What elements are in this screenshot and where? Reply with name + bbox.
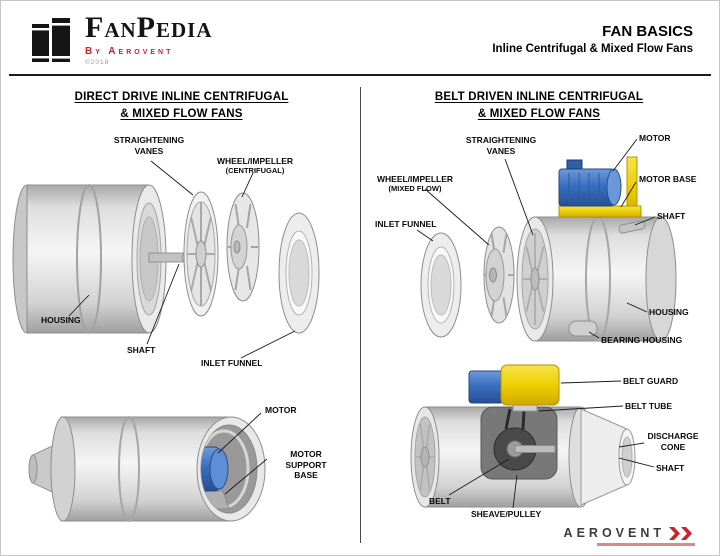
label-inlet-funnel: INLET FUNNEL — [375, 219, 437, 229]
wheel-impeller-centrifugal — [226, 192, 260, 302]
label-motor: MOTOR — [639, 133, 671, 143]
label-belt: BELT — [429, 496, 451, 506]
footer-brand: AEROVENT — [563, 526, 665, 540]
logo-text-block: FanPedia By Aerovent ©2018 — [85, 11, 213, 67]
leader-lines — [416, 138, 656, 339]
belt-driven-cutaway-art — [410, 364, 655, 509]
leader-lines — [68, 160, 296, 359]
label-wheel-impeller-type: (CENTRIFUGAL) — [225, 166, 285, 176]
label-wheel-impeller-type: (MIXED FLOW) — [388, 184, 442, 194]
motor-junction-box — [566, 159, 583, 170]
logo-title: FanPedia — [85, 11, 213, 44]
motor-face — [209, 448, 229, 490]
logo-copyright: ©2018 — [85, 59, 110, 66]
label-wheel-impeller: WHEEL/IMPELLER (MIXED FLOW) — [377, 163, 453, 204]
label-discharge-cone: DISCHARGE CONE — [647, 431, 699, 452]
label-wheel-impeller-main: WHEEL/IMPELLER — [216, 155, 294, 166]
label-inlet-funnel: INLET FUNNEL — [201, 358, 263, 368]
label-housing: HOUSING — [649, 307, 689, 317]
footer-brand-block: AEROVENT — [564, 526, 695, 546]
direct-drive-exploded-diagram: STRAIGHTENING VANES WHEEL/IMPELLER (CENT… — [9, 127, 354, 379]
straightening-vanes-ring — [183, 191, 219, 317]
header-divider — [9, 74, 711, 76]
housing — [12, 184, 167, 334]
wheel-impeller-mixed-flow — [483, 226, 515, 324]
label-shaft: SHAFT — [127, 345, 156, 355]
left-panel-title-line1: DIRECT DRIVE INLINE CENTRIFUGAL — [74, 91, 289, 103]
direct-drive-assembled-diagram: MOTOR MOTOR SUPPORT BASE — [9, 397, 354, 547]
label-wheel-impeller: WHEEL/IMPELLER (CENTRIFUGAL) — [217, 145, 293, 186]
column-divider — [360, 87, 361, 543]
right-panel-title: BELT DRIVEN INLINE CENTRIFUGAL & MIXED F… — [365, 89, 713, 122]
interior-straightening-vanes — [523, 233, 547, 325]
label-shaft: SHAFT — [657, 211, 686, 221]
label-wheel-impeller-main: WHEEL/IMPELLER — [376, 173, 454, 184]
logo-subtitle: By Aerovent — [85, 46, 174, 57]
label-motor-support-base: MOTOR SUPPORT BASE — [285, 449, 327, 481]
motor — [558, 159, 622, 207]
leader-lines — [217, 412, 268, 495]
shaft — [514, 445, 556, 453]
left-panel-title: DIRECT DRIVE INLINE CENTRIFUGAL & MIXED … — [9, 89, 354, 122]
leader-lines — [448, 380, 655, 509]
right-panel-title-line2: & MIXED FLOW FANS — [477, 107, 601, 120]
discharge-cone — [568, 406, 636, 508]
belt — [504, 408, 526, 430]
label-straightening-vanes: STRAIGHTENING VANES — [465, 135, 537, 156]
direct-drive-assembled-art — [28, 412, 268, 522]
label-motor: MOTOR — [265, 405, 297, 415]
bearing-housing — [568, 320, 598, 337]
belt-driven-cutaway-diagram: BELT GUARD BELT TUBE DISCHARGE CONE SHAF… — [363, 363, 713, 543]
shaft — [148, 252, 189, 263]
belt-driven-exploded-diagram: STRAIGHTENING VANES MOTOR WHEEL/IMPELLER… — [363, 127, 713, 365]
cutaway-interior — [480, 406, 558, 480]
label-bearing-housing: BEARING HOUSING — [601, 335, 683, 345]
label-belt-guard: BELT GUARD — [623, 376, 679, 386]
document-subtitle: Inline Centrifugal & Mixed Flow Fans — [492, 43, 693, 55]
label-belt-tube: BELT TUBE — [625, 401, 673, 411]
footer-tagline — [597, 543, 695, 546]
right-panel-title-line1: BELT DRIVEN INLINE CENTRIFUGAL — [434, 91, 644, 103]
label-shaft: SHAFT — [656, 463, 685, 473]
direct-drive-exploded-art — [12, 160, 320, 359]
motor — [468, 370, 504, 404]
label-motor-base: MOTOR BASE — [639, 174, 697, 184]
books-logo-icon — [32, 18, 70, 62]
label-sheave-pulley: SHEAVE/PULLEY — [471, 509, 542, 519]
inlet-funnel — [420, 232, 462, 338]
belt-guard — [500, 364, 560, 406]
housing — [516, 216, 677, 342]
interior-cutview — [201, 429, 250, 510]
double-chevron-icon — [669, 526, 692, 540]
label-housing: HOUSING — [41, 315, 81, 325]
label-straightening-vanes: STRAIGHTENING VANES — [113, 135, 185, 156]
belt-driven-exploded-art — [416, 138, 677, 342]
left-panel-title-line2: & MIXED FLOW FANS — [120, 107, 243, 120]
inlet-vanes — [416, 424, 434, 490]
document-title: FAN BASICS — [602, 23, 693, 40]
document-title-block: FAN BASICS Inline Centrifugal & Mixed Fl… — [492, 23, 693, 55]
inlet-funnel — [278, 212, 320, 334]
